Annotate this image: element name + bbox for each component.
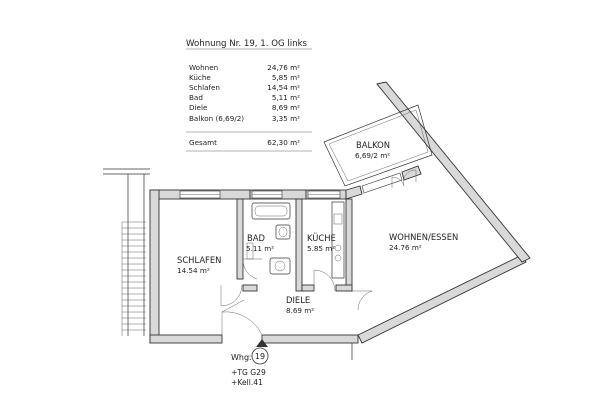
area-label-bad: Bad [189, 93, 203, 102]
area-value-kueche: 5,85 m² [272, 73, 300, 82]
room-name-wohnen: WOHNEN/ESSEN [389, 232, 458, 242]
total-value: 62,30 m² [267, 138, 300, 147]
entrance-marker [256, 339, 353, 360]
room-area-bad: 5.11 m² [246, 244, 274, 253]
room-area-balkon: 6,69/2 m² [355, 151, 390, 160]
room-area-kueche: 5.85 m² [307, 244, 335, 253]
room-name-schlafen: SCHLAFEN [177, 255, 221, 265]
area-label-diele: Diele [189, 103, 208, 112]
area-label-wohnen: Wohnen [189, 63, 218, 72]
area-table: Wohnung Nr. 19, 1. OG links Wohnen 24,76… [186, 39, 312, 152]
area-value-diele: 8,69 m² [272, 103, 300, 112]
unit-tag: Whg. 19 +TG G29 +Kell.41 [231, 347, 269, 387]
doors [220, 258, 373, 336]
room-name-diele: DIELE [286, 295, 310, 305]
unit-tag-number: 19 [255, 352, 265, 361]
room-name-bad: BAD [247, 233, 265, 243]
balcony [323, 104, 433, 188]
area-label-kueche: Küche [189, 73, 211, 82]
note-keller: +Kell.41 [231, 378, 263, 387]
room-area-diele: 8.69 m² [286, 306, 314, 315]
area-value-wohnen: 24,76 m² [267, 63, 300, 72]
room-area-schlafen: 14.54 m² [177, 266, 210, 275]
room-labels: BALKON 6,69/2 m² WOHNEN/ESSEN 24.76 m² S… [177, 140, 458, 315]
area-label-balkon: Balkon (6,69/2) [189, 114, 244, 123]
bathroom-fixtures [246, 202, 291, 275]
kitchen-counter [331, 201, 345, 279]
unit-tag-prefix: Whg. [231, 353, 252, 362]
total-label: Gesamt [189, 138, 217, 147]
area-value-balkon: 3,35 m² [272, 114, 300, 123]
entrance-arrow-icon [256, 339, 268, 347]
note-tg: +TG G29 [231, 368, 266, 377]
area-value-schlafen: 14,54 m² [267, 83, 300, 92]
room-name-kueche: KÜCHE [307, 233, 336, 243]
area-value-bad: 5,11 m² [272, 93, 300, 102]
plan-title: Wohnung Nr. 19, 1. OG links [186, 39, 308, 49]
room-name-balkon: BALKON [356, 140, 390, 150]
room-area-wohnen: 24.76 m² [389, 243, 422, 252]
area-label-schlafen: Schlafen [189, 83, 220, 92]
staircase [103, 168, 150, 336]
